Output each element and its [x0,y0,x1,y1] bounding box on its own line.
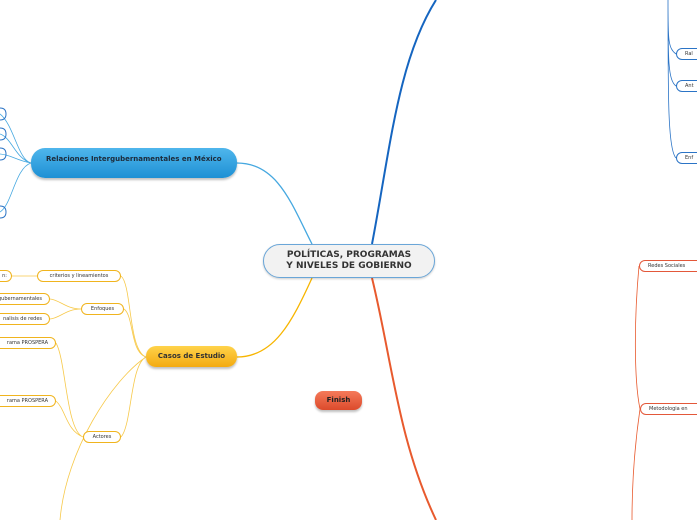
central-topic-line-2: Y NIVELES DE GOBIERNO [286,261,412,271]
branch-to-casos [236,277,313,358]
bottom-right-children-lines [631,265,641,520]
topic-relaciones-intergubernamentales[interactable]: Relaciones Intergubernamentales en Méxic… [31,148,237,178]
branch-to-bottom-right [371,277,437,520]
branch-to-top-right [371,0,437,245]
subtopic-metodologia[interactable]: Metodologia en [640,403,697,415]
casos-children-lines [59,275,147,520]
subtopic-enfoque-analisis-redes[interactable]: nalisis de redes [0,313,50,325]
subtopic-ant[interactable]: Ant [676,80,697,92]
finish-button[interactable]: Finish [315,391,362,410]
subtopic-programa-prospera-2[interactable]: rama PROSPERA [0,395,56,407]
branch-to-relaciones [236,162,313,245]
subtopic-enfoques[interactable]: Enfoques [81,303,124,315]
enfoques-children-lines [49,298,82,320]
subtopic-redes-sociales[interactable]: Redes Sociales [639,260,697,272]
subtopic-criterios-lineamientos[interactable]: criterios y lineamientos [37,270,121,282]
central-topic-line-1: POLÍTICAS, PROGRAMAS [286,250,412,260]
central-topic[interactable]: POLÍTICAS, PROGRAMAS Y NIVELES DE GOBIER… [263,244,435,278]
subtopic-enfoque-gubernamentales[interactable]: gubernamentales [0,293,50,305]
subtopic-programa-prospera-1[interactable]: rama PROSPERA [0,337,56,349]
subtopic-enf[interactable]: Enf [676,152,697,164]
subtopic-ral[interactable]: Ral [676,48,697,60]
relaciones-children-lines [0,113,32,213]
top-right-children-lines [667,0,677,159]
subtopic-actores[interactable]: Actores [83,431,121,443]
relaciones-child-stubs [0,107,7,219]
actores-children-lines [55,342,84,438]
subtopic-cut-off-left[interactable]: n: [0,270,12,282]
topic-casos-de-estudio[interactable]: Casos de Estudio [146,346,237,367]
